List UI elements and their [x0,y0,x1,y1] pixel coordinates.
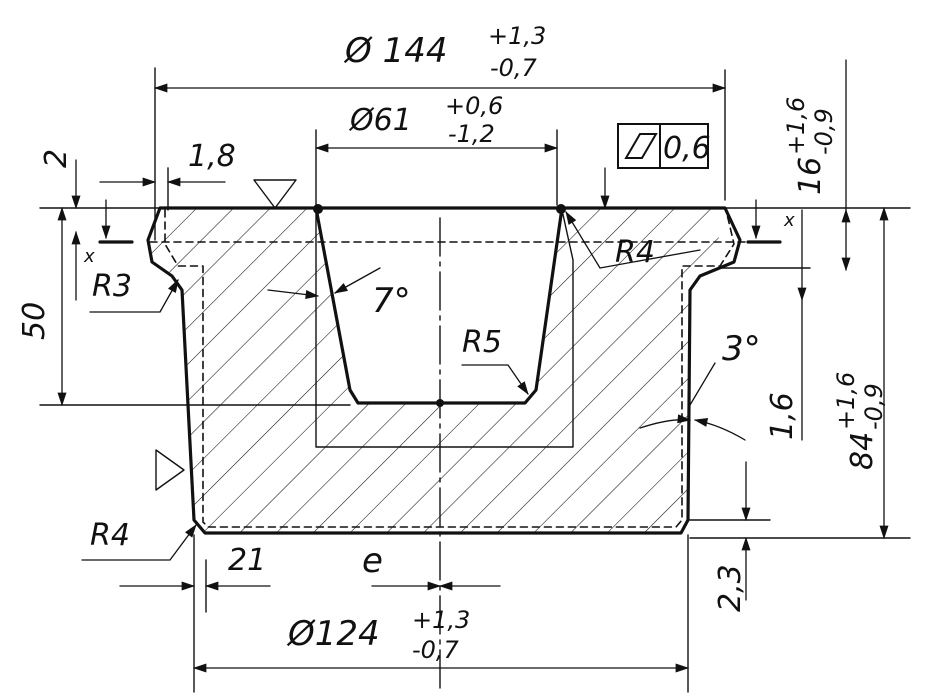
section-hatching [148,208,725,533]
angle3-arc-right [693,418,746,441]
blank-contour-outer [164,209,735,528]
cavity-outline [314,206,564,405]
blank-contour-inner [315,209,574,448]
dim-d61-lower: -1,2 [448,120,495,148]
tolerance-value: 0,6 [663,131,711,166]
angle3-leader [689,362,716,406]
angle7-arrow-right [334,267,381,294]
dim-d144-lower: -0,7 [490,54,538,82]
dim-h16-label: 16 [793,157,828,195]
dim-18-label: 1,8 [188,139,236,174]
dim-h50-label: 50 [17,302,52,340]
dim-d61-label: Ø61 [348,103,412,138]
r4-bottom-leader [81,524,197,561]
dim-2-label: 2 [39,149,74,168]
dim-d124-label: Ø124 [286,614,380,654]
angle3-arc-left [639,414,692,429]
dim-h16-lower: -0,9 [810,108,838,155]
r3-leader [89,279,179,313]
dim-h84-upper: +1,6 [832,372,860,430]
dim-d124-upper: +1,3 [412,606,470,634]
section-x-left: x [83,246,95,267]
dim-h84-label: 84 [845,432,880,470]
radius-r4-bottom-label: R4 [90,518,130,553]
dim-d144-label: Ø 144 [343,31,447,71]
dim-21-label: 21 [228,543,266,578]
surface-finish-left-icon [155,449,185,491]
center-point [436,399,444,407]
dim-16-small-label: 1,6 [765,392,800,440]
section-x-right: x [783,210,795,231]
radius-r3-label: R3 [92,269,132,304]
angle-3-label: 3° [722,329,761,369]
flatness-tolerance-frame [617,123,709,169]
dim-e-label: e [362,541,383,581]
dim-h16-upper: +1,6 [782,97,810,155]
angle7-arrow-left [267,289,320,299]
surface-finish-top-icon [253,179,297,209]
flatness-icon [624,133,658,159]
r5-leader [461,364,529,395]
dim-h84-lower: -0,9 [860,383,888,430]
radius-r4-top-label: R4 [615,235,655,270]
part-outline [146,206,742,535]
r4-top-leader [565,211,701,269]
radius-r5-label: R5 [462,325,502,360]
angle-7-label: 7° [372,281,411,321]
dim-23-label: 2,3 [713,564,748,612]
dim-d144-upper: +1,3 [488,22,546,50]
dim-d61-upper: +0,6 [445,92,503,120]
corner-point-right [556,204,566,214]
corner-point-left [313,204,323,214]
dim-d124-lower: -0,7 [412,636,460,664]
